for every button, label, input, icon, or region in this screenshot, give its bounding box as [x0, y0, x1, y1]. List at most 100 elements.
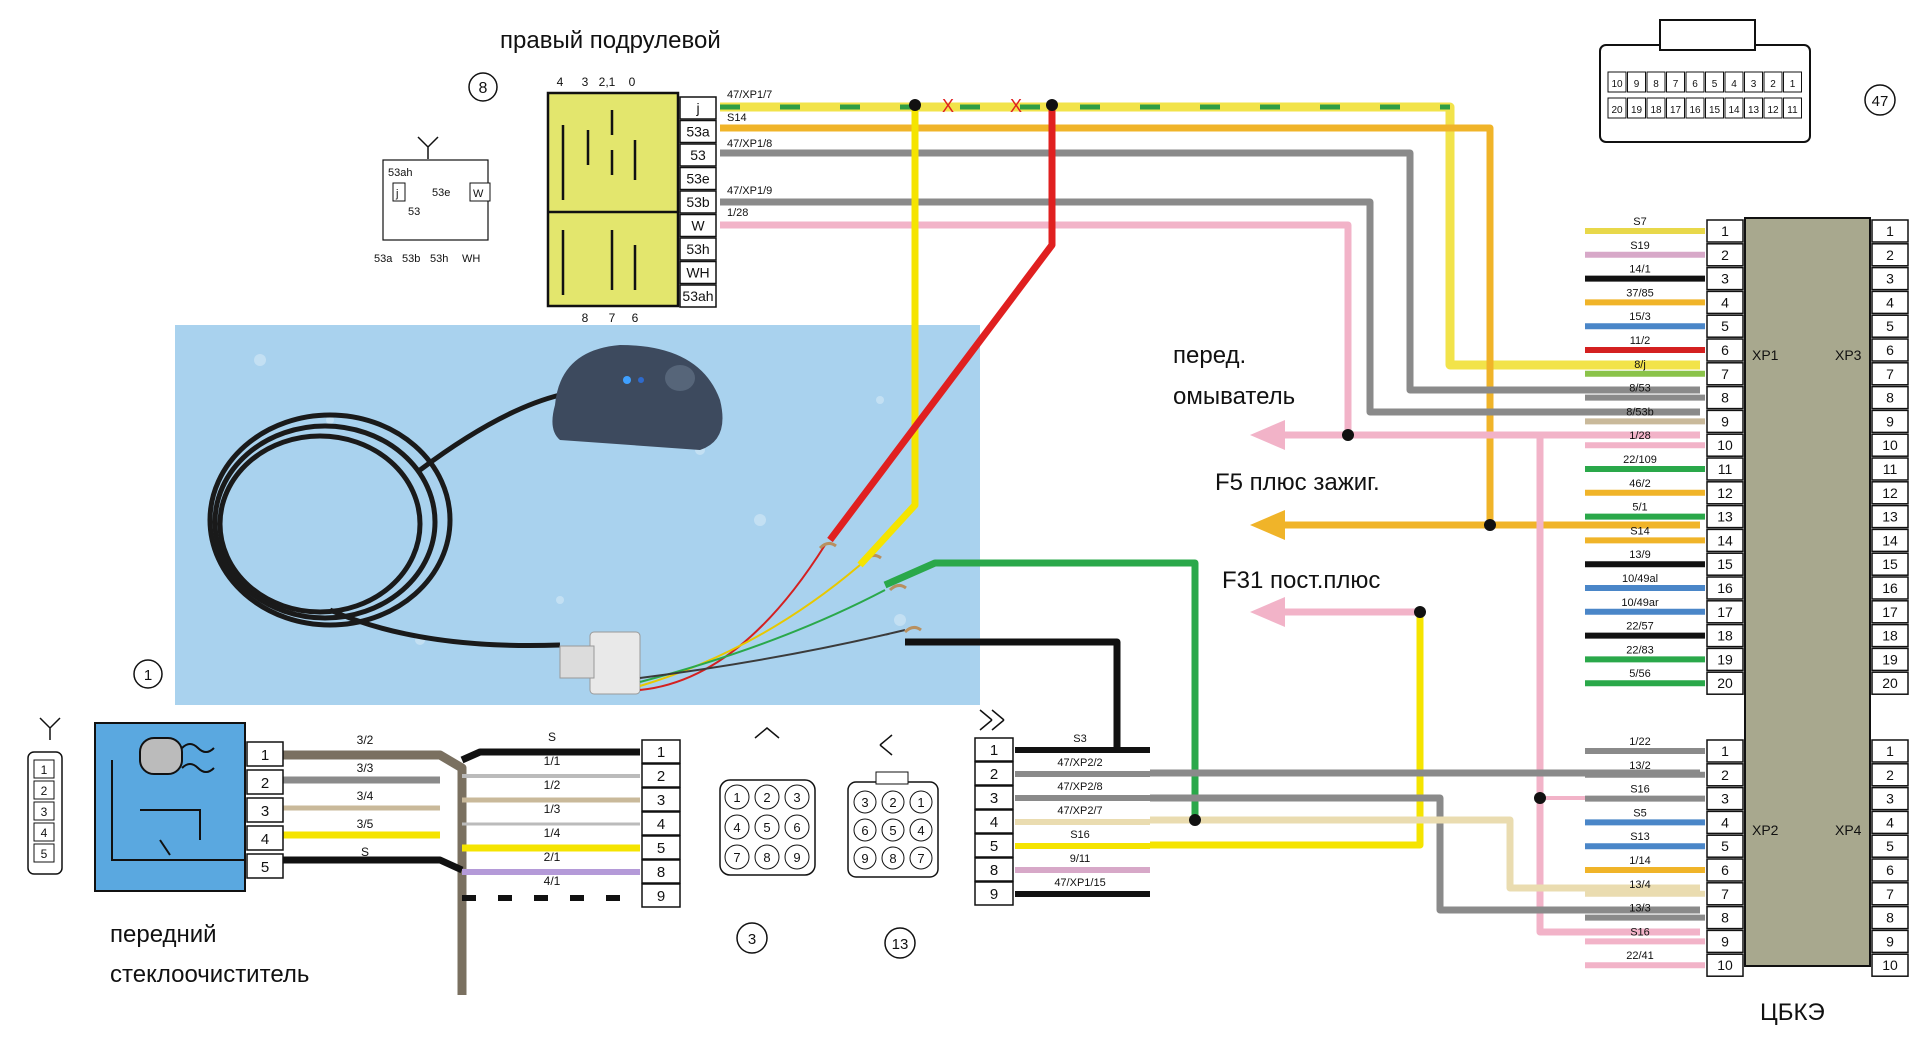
conn3-wire-label: 1/4 [544, 826, 561, 840]
conn47-cell [1705, 97, 1724, 119]
conn47-cell [1607, 71, 1627, 93]
cbke-left-pin-num: 7 [1721, 366, 1729, 382]
stalk-pin-label: 53ah [682, 288, 713, 304]
small-label-53: 53 [408, 206, 420, 218]
cbke-right-pin [1871, 671, 1909, 695]
conn47-cell [1666, 97, 1685, 119]
conn47-pin-num: 7 [1673, 79, 1679, 90]
conn47-pin-num: 14 [1728, 105, 1740, 116]
mid-conn-pin-box [974, 857, 1014, 882]
conn47-cell [1705, 71, 1724, 93]
conn3-face-pin [784, 814, 810, 840]
wiper-side-num: 1 [41, 763, 48, 777]
conn47-cell [1783, 97, 1802, 119]
conn3-wire-label: 1/1 [544, 754, 561, 768]
cbke-left-pin [1706, 504, 1744, 529]
cbke-right-pin-num: 15 [1882, 556, 1898, 572]
small-bottom-53h: 53h [430, 253, 448, 265]
small-schematic: 53ah 53e W j 53 53a 53b 53h WH [374, 136, 491, 265]
mid-conn-pin-box [974, 881, 1014, 906]
cbke-right-pin-num: 17 [1882, 604, 1898, 620]
cbke-wire-label: 1/22 [1629, 736, 1650, 748]
f31-constant-plus-label: F31 пост.плюс [1222, 567, 1380, 594]
cbke-right-pin-num: 2 [1886, 767, 1894, 783]
cbke-left-pin [1706, 739, 1744, 763]
conn47-pin-num: 8 [1653, 79, 1659, 90]
cbke-left-pin-num: 6 [1721, 862, 1729, 878]
conn47-pin-num: 3 [1751, 79, 1757, 90]
cbke-right-pin-num: 8 [1886, 910, 1894, 926]
cbke-wire-label: 22/41 [1626, 950, 1654, 962]
cbke-right-pin-num: 3 [1886, 791, 1894, 807]
cbke-right-pin-num: 16 [1882, 580, 1898, 596]
conn3-pin-num: 4 [657, 816, 665, 833]
stalk-pin-box [679, 260, 717, 285]
small-bottom-wh: WH [462, 253, 480, 265]
conn3-pin-num: 2 [657, 768, 665, 785]
cbke-wire-label: 46/2 [1629, 478, 1650, 490]
cbke-left-pin [1706, 266, 1744, 291]
wiper-label-line1: передний [110, 921, 217, 948]
cbke-right-pin-num: 20 [1882, 675, 1898, 691]
conn3-face-pin [724, 814, 750, 840]
small-label-w: W [473, 188, 484, 200]
conn3-pin-num: 8 [657, 864, 665, 881]
cbke-left-pin [1706, 338, 1744, 362]
cbke-wire-label: S13 [1630, 831, 1650, 843]
wiper-pin-num: 5 [261, 859, 269, 876]
cbke-left-pin [1706, 385, 1744, 410]
cbke-right-pin [1871, 647, 1909, 672]
cbke-right-pin [1871, 290, 1909, 315]
conn47-pin-num: 17 [1670, 105, 1682, 116]
cbke-wire-label: 22/109 [1623, 454, 1657, 466]
conn3-face-pin [784, 844, 810, 870]
cbke-left-pin-num: 1 [1721, 223, 1729, 239]
cbke-left-pin-num: 13 [1717, 509, 1733, 525]
f5-ignition-label: F5 плюс зажиг. [1215, 469, 1380, 496]
conn47-pin-num: 20 [1611, 105, 1623, 116]
cbke-right-pin [1871, 858, 1909, 882]
conn13-face-num: 3 [861, 795, 868, 810]
conn3-face-num: 2 [763, 790, 770, 805]
conn47-cell [1685, 71, 1705, 93]
conn13-face-pin [881, 790, 905, 814]
cbke-right-pin [1871, 219, 1909, 243]
cbke-wire-label: 1/28 [1629, 430, 1650, 442]
cbke-left-pin [1706, 409, 1744, 434]
cbke-wire-label: 5/56 [1629, 668, 1650, 680]
conn3-face-pin [724, 784, 750, 810]
cbke-left-pin-num: 10 [1717, 437, 1733, 453]
cbke-wire-label: 5/1 [1632, 502, 1647, 514]
mid-conn-pin-box [974, 761, 1014, 786]
conn3-pin-box [641, 811, 681, 836]
cbke-left-pin-num: 6 [1721, 342, 1729, 358]
conn13-face-pin [853, 818, 877, 842]
cbke-left-pin-num: 2 [1721, 247, 1729, 263]
mid-conn-pin-num: 4 [990, 814, 998, 831]
conn3-wire-label: S [548, 730, 556, 744]
wiper-pin-box [246, 769, 284, 795]
stalk-pin-box [679, 213, 717, 238]
conn47-cell [1763, 71, 1783, 93]
cbke-right-pin-num: 3 [1886, 271, 1894, 287]
wiper-side-num: 4 [41, 826, 48, 840]
mid-conn-wire-label: 47/XP2/2 [1057, 757, 1102, 769]
circle-label-3: 3 [748, 931, 756, 948]
cbke-right-pin-num: 1 [1886, 223, 1894, 239]
circle-label-47: 47 [1872, 93, 1889, 110]
cbke-right-pin [1871, 457, 1909, 481]
stalk-bottom-num: 7 [609, 311, 616, 325]
stalk-bottom-num: 6 [632, 311, 639, 325]
cbke-left-pin-num: 11 [1718, 461, 1733, 477]
conn47-cell [1724, 97, 1744, 119]
wiper-pin-box [246, 825, 284, 851]
wiper-pin-num: 2 [261, 775, 269, 792]
cbke-left-pin [1706, 763, 1744, 787]
cbke-right-pin-num: 4 [1886, 294, 1894, 310]
cbke-left-pin-num: 17 [1717, 604, 1733, 620]
cbke-wire-label: 8/53b [1626, 406, 1654, 418]
conn13-face-num: 4 [917, 823, 924, 838]
cbke-wire-label: 13/3 [1629, 903, 1650, 915]
cbke-left-pin [1706, 953, 1744, 977]
